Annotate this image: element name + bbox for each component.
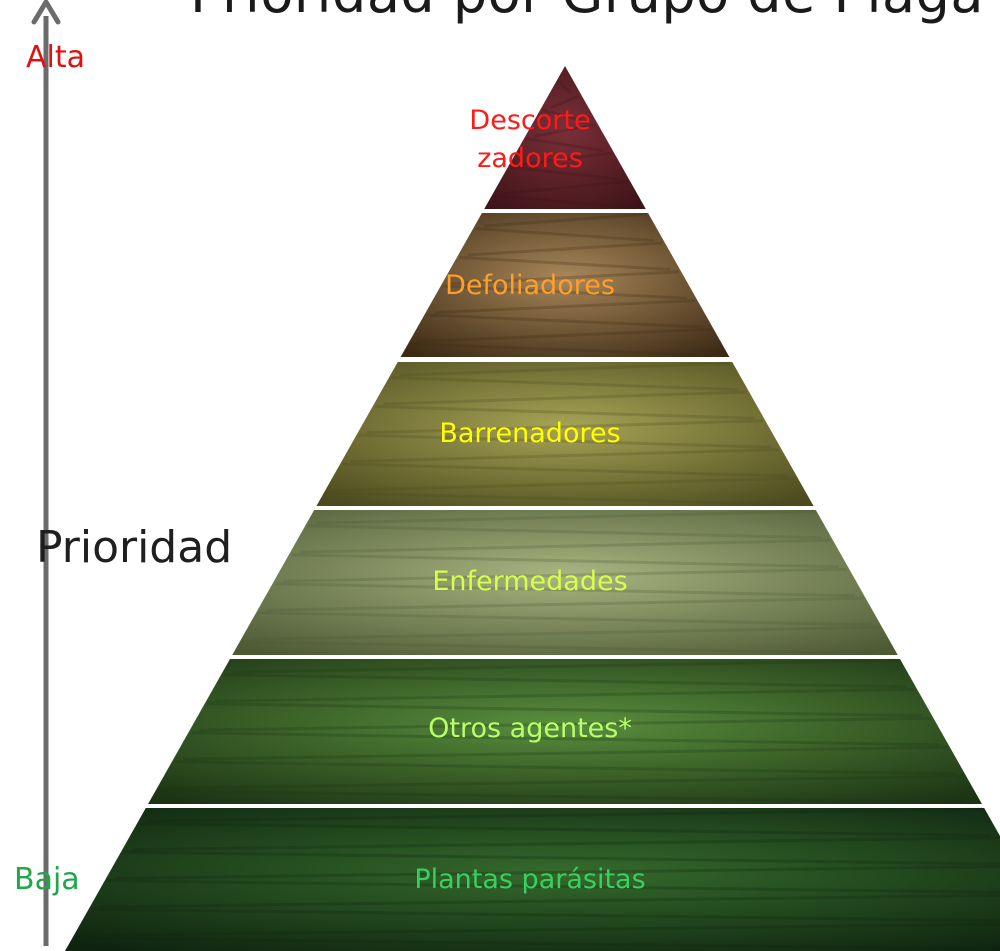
page-title: Prioridad por Grupo de Plaga xyxy=(190,0,984,25)
pyramid-level-1 xyxy=(484,66,646,209)
pyramid-level-texture xyxy=(410,212,720,358)
pyramid-level-texture xyxy=(158,658,972,805)
pyramid-level-texture xyxy=(242,509,888,656)
pyramid-level-5 xyxy=(148,659,982,804)
priority-axis-arrow xyxy=(31,0,61,946)
pyramid-level-label-line: Otros agentes* xyxy=(428,713,632,744)
axis-high-label: Alta xyxy=(26,40,86,75)
pyramid-level-3 xyxy=(316,362,814,506)
axis-label: Prioridad xyxy=(36,522,233,573)
axis-low-label: Baja xyxy=(14,862,80,897)
pyramid-level-label-line: zadores xyxy=(477,143,583,174)
pyramid-level-label-line: Enfermedades xyxy=(432,566,628,597)
pyramid-level-label-line: Defoliadores xyxy=(445,270,615,301)
pyramid-level-6 xyxy=(65,808,1000,951)
pyramid-level-4 xyxy=(232,510,898,655)
pyramid-level-label-line: Descorte xyxy=(469,105,591,136)
pyramid-level-texture xyxy=(326,361,804,507)
pyramid-level-label-line: Barrenadores xyxy=(439,418,621,449)
pyramid-level-texture xyxy=(494,80,636,210)
pyramid-level-label-line: Plantas parásitas xyxy=(414,864,646,895)
pyramid-level-texture xyxy=(75,807,1000,951)
pyramid-level-2 xyxy=(400,213,730,357)
